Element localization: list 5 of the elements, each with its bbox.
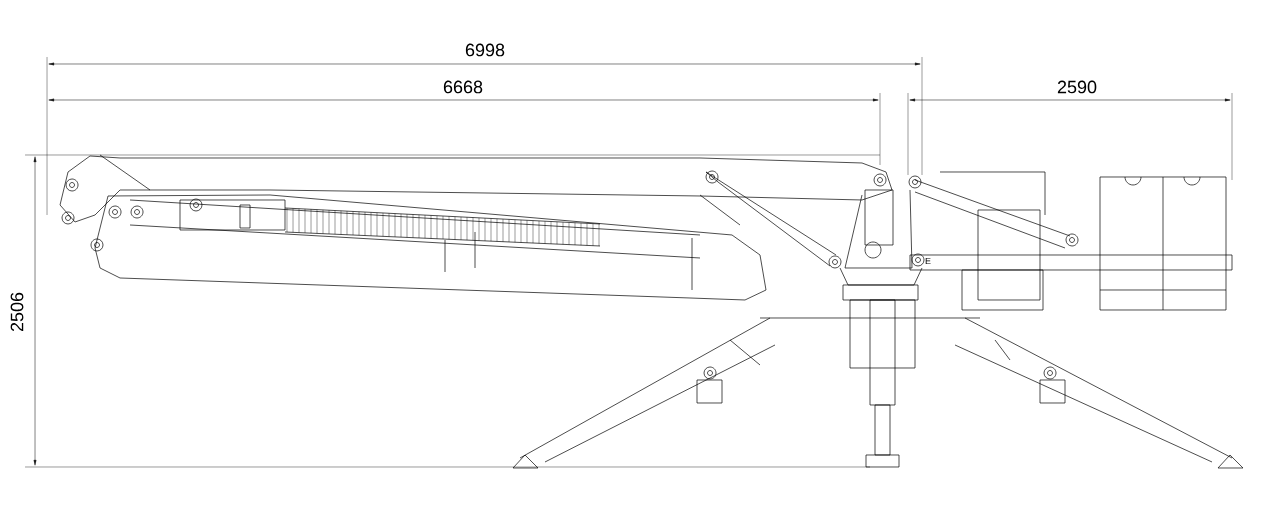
dimension-value: 2590 (1057, 80, 1097, 94)
dimension-value: 2506 (10, 292, 24, 332)
dimension-value: 6668 (443, 80, 483, 94)
dimension-value: 6998 (465, 43, 505, 57)
drawing-letter: E (925, 257, 931, 265)
